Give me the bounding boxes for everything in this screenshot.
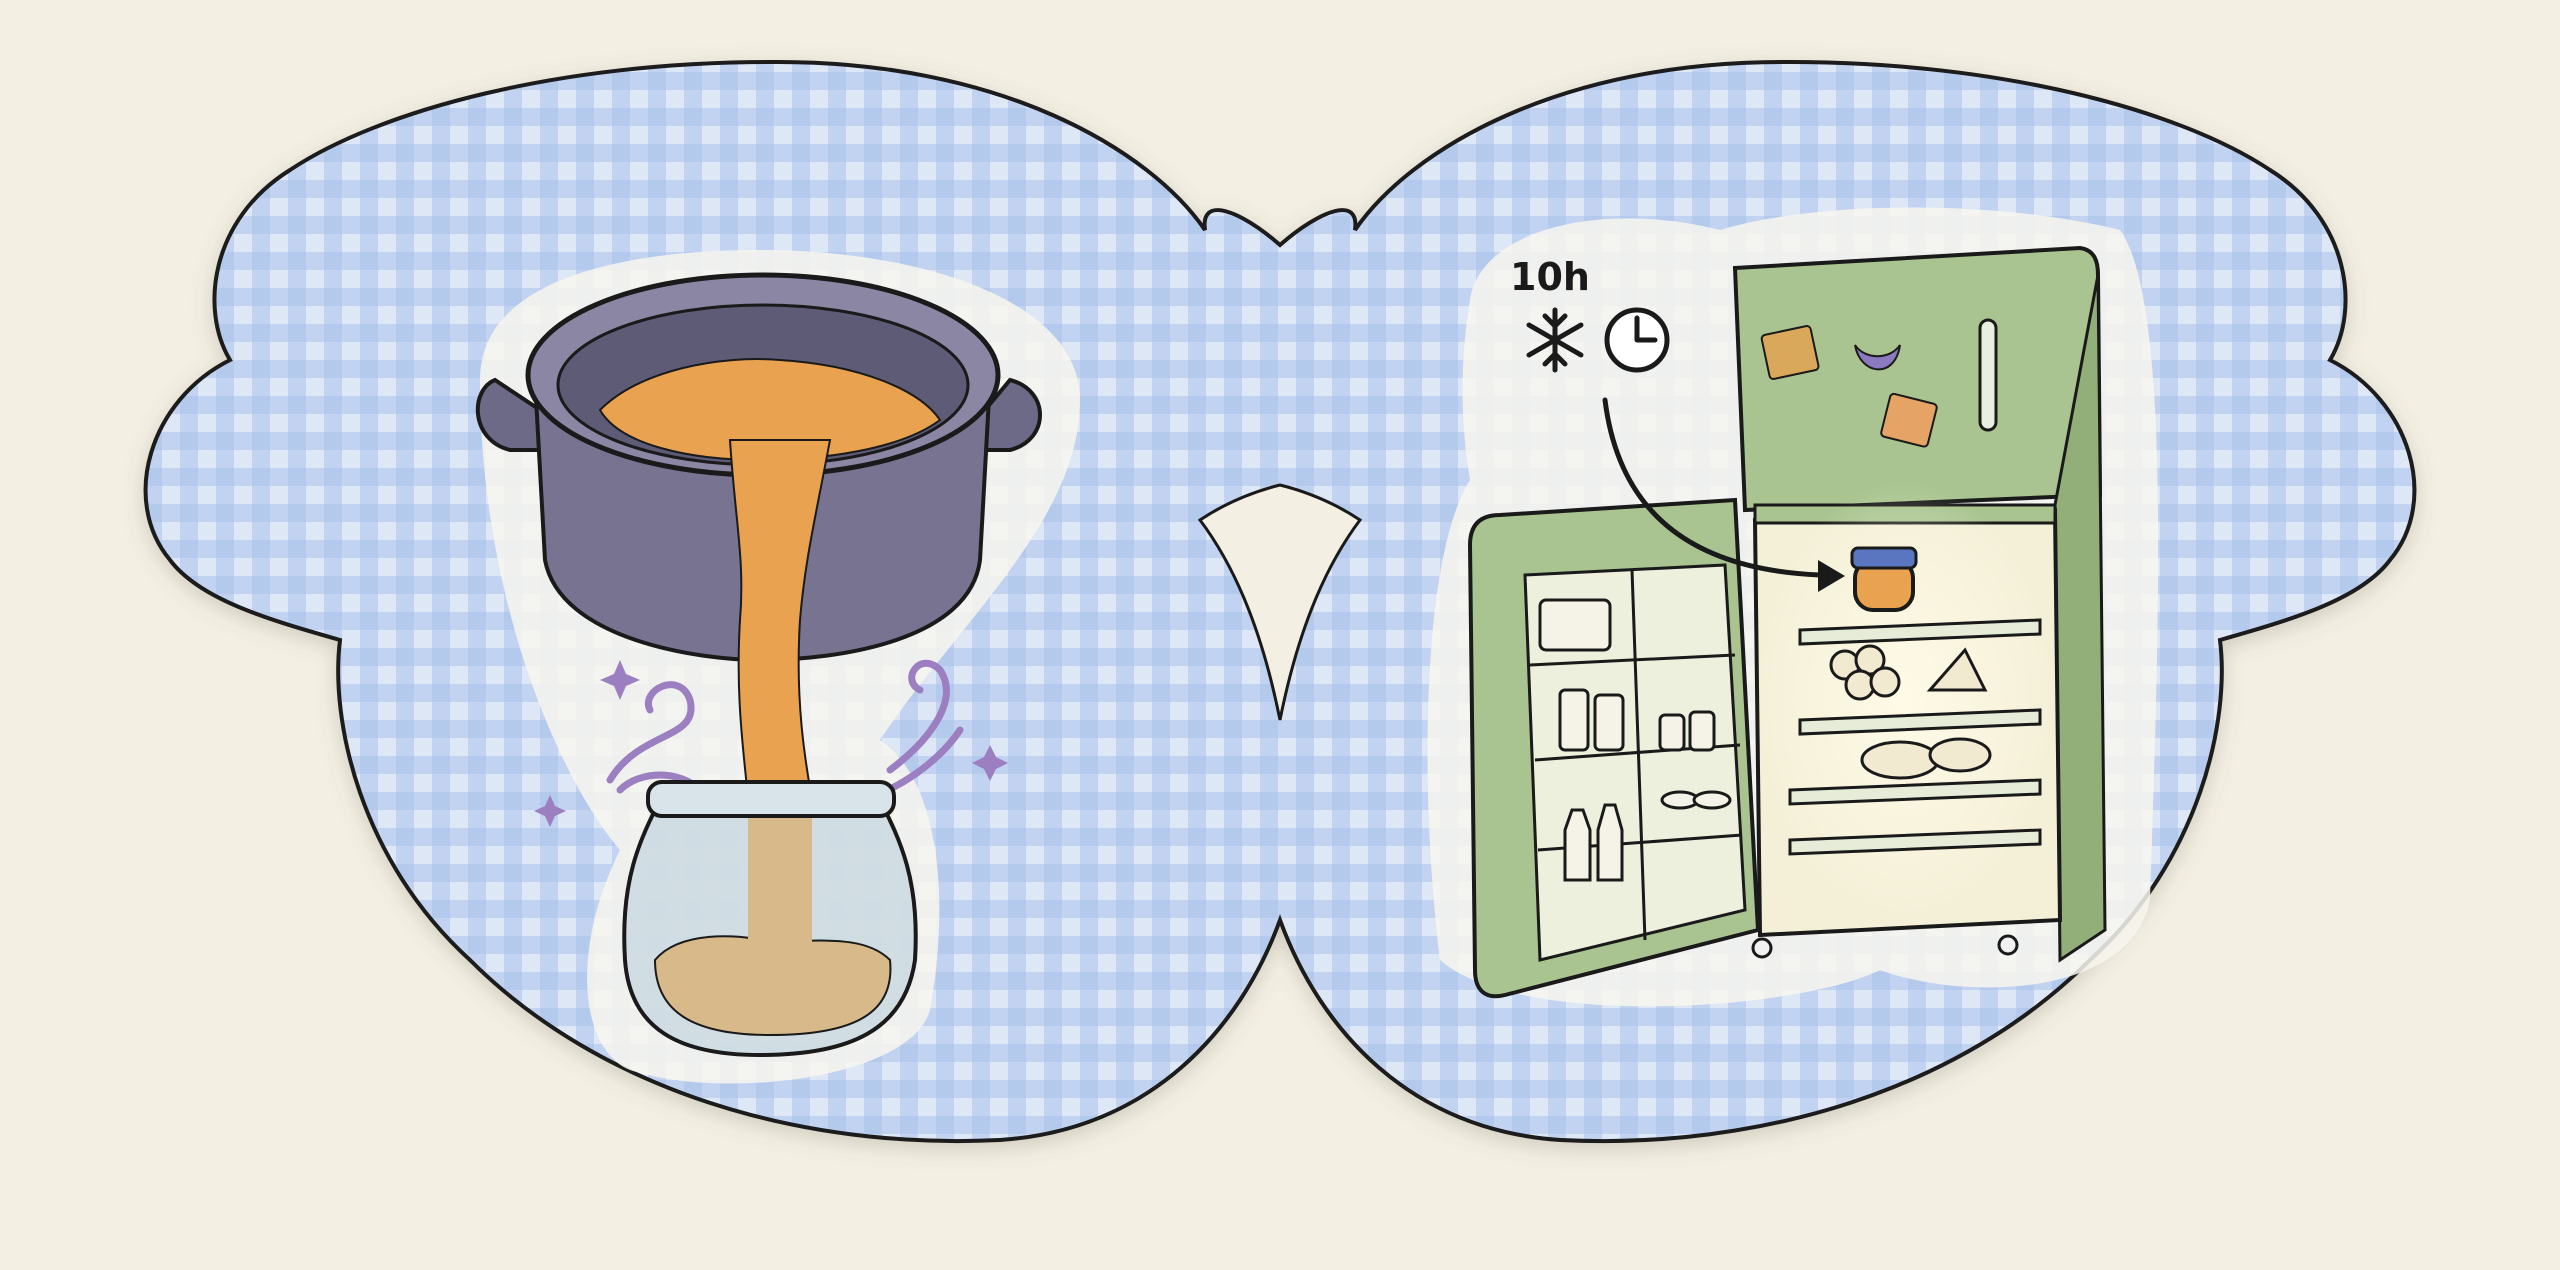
fridge bbox=[1732, 245, 2107, 963]
fridge-food bbox=[1829, 644, 1992, 780]
pouring-panel bbox=[475, 250, 1080, 1084]
fridge-door bbox=[1467, 497, 1761, 999]
mask-nose-notch bbox=[1197, 483, 1363, 721]
pot-liquid bbox=[598, 358, 942, 462]
arrow bbox=[1602, 397, 1845, 592]
snowflake-icon bbox=[1526, 307, 1584, 373]
door-bottles bbox=[1538, 598, 1732, 882]
jar-rim bbox=[646, 780, 896, 818]
fridge-shelves bbox=[1788, 618, 2042, 856]
jar bbox=[622, 780, 918, 1058]
fridge-magnets bbox=[1760, 325, 1938, 448]
jar-liquid bbox=[653, 935, 892, 1037]
chill-time-label: 10h bbox=[1510, 255, 1590, 299]
clock-icon bbox=[1604, 307, 1670, 373]
sparkles bbox=[534, 660, 1008, 827]
refrigerator-panel: 10h bbox=[1427, 207, 2159, 1007]
fridge-jar bbox=[1850, 546, 1918, 612]
freezer-handle bbox=[1978, 318, 1998, 432]
